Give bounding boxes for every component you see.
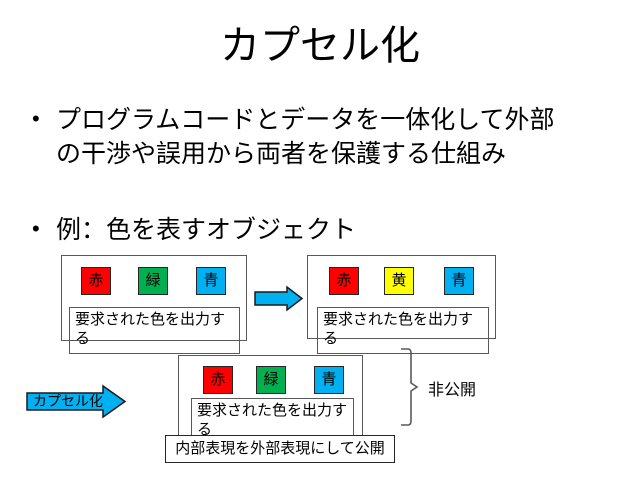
color-chip-green: 緑	[256, 366, 286, 394]
method-box: 要求された色を出力する	[317, 307, 489, 354]
method-box: 要求された色を出力する	[69, 307, 240, 354]
brace-icon	[401, 348, 419, 426]
color-chip-blue: 青	[314, 366, 344, 394]
bullet-item: プログラムコードとデータを一体化して外部の干渉や誤用から両者を保護する仕組み	[30, 102, 578, 171]
color-chip-blue: 青	[444, 267, 474, 295]
color-chip-blue: 青	[196, 267, 226, 295]
right-arrow-icon	[254, 285, 304, 312]
object-box-encapsulated: 赤 緑 青 要求された色を出力する	[178, 355, 363, 445]
public-caption-box: 内部表現を外部表現にして公開	[165, 435, 395, 463]
color-chip-yellow: 黄	[384, 267, 414, 295]
color-chip-red: 赤	[203, 366, 233, 394]
bullet-text: プログラムコードとデータを一体化して外部の干渉や誤用から両者を保護する仕組み	[56, 106, 555, 168]
object-box-modified: 赤 黄 青 要求された色を出力する	[307, 255, 496, 354]
slide-title: カプセル化	[220, 24, 420, 68]
right-arrow-icon	[26, 384, 127, 419]
bullet-item: 例：色を表すオブジェクト	[30, 212, 578, 247]
color-chip-red: 赤	[81, 267, 111, 295]
bullet-text: 例：色を表すオブジェクト	[56, 216, 357, 244]
private-label: 非公開	[428, 382, 477, 399]
color-chip-green: 緑	[138, 267, 168, 295]
encapsulation-arrow: カプセル化	[26, 384, 127, 419]
object-box-original: 赤 緑 青 要求された色を出力する	[61, 255, 247, 354]
encapsulation-arrow-label: カプセル化	[33, 393, 103, 409]
color-chip-red: 赤	[329, 267, 359, 295]
bullet-list: プログラムコードとデータを一体化して外部の干渉や誤用から両者を保護する仕組み 例…	[30, 102, 578, 247]
